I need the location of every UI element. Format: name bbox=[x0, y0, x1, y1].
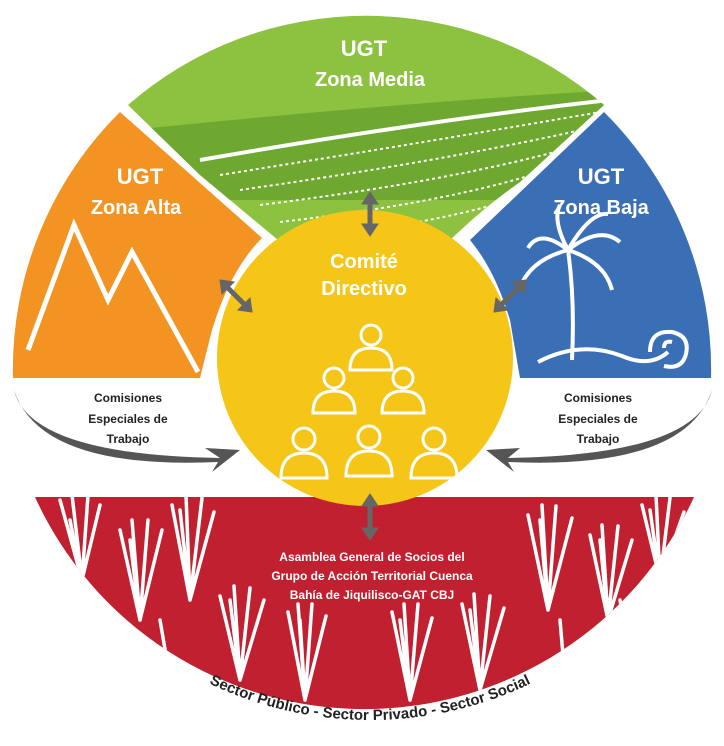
comisiones-right-line3: Trabajo bbox=[577, 432, 620, 446]
mountains-icon bbox=[25, 218, 201, 374]
zona-media-segment: UGT Zona Media bbox=[128, 15, 604, 250]
comisiones-right: Comisiones Especiales de Trabajo bbox=[486, 390, 712, 472]
arrow-top bbox=[361, 191, 379, 237]
wave-icon bbox=[537, 329, 689, 369]
asamblea-line2: Grupo de Acción Territorial Cuenca bbox=[271, 569, 473, 583]
comisiones-right-line2: Especiales de bbox=[558, 412, 638, 426]
comisiones-left: Comisiones Especiales de Trabajo bbox=[14, 390, 240, 472]
palm-tree-icon bbox=[518, 204, 622, 361]
arrow-right bbox=[493, 279, 527, 313]
zona-alta-title: UGT bbox=[117, 164, 164, 189]
zona-media-title: UGT bbox=[341, 36, 388, 61]
arrow-bottom bbox=[361, 493, 379, 541]
comisiones-left-line2: Especiales de bbox=[88, 412, 168, 426]
comisiones-left-line3: Trabajo bbox=[107, 432, 150, 446]
zona-alta-segment: UGT Zona Alta bbox=[12, 112, 263, 378]
comite-subtitle: Directivo bbox=[321, 278, 407, 300]
zona-baja-title: UGT bbox=[578, 164, 625, 189]
zona-alta-subtitle: Zona Alta bbox=[91, 197, 182, 219]
zona-baja-segment: UGT Zona Baja bbox=[470, 112, 712, 378]
comite-title: Comité bbox=[330, 251, 398, 273]
comisiones-left-arrow bbox=[14, 390, 240, 472]
zona-media-subtitle: Zona Media bbox=[315, 69, 426, 91]
zona-baja-subtitle: Zona Baja bbox=[553, 197, 649, 219]
asamblea-line1: Asamblea General de Socios del bbox=[279, 550, 464, 564]
arrow-left bbox=[219, 279, 253, 313]
asamblea-line3: Bahía de Jiquilisco-GAT CBJ bbox=[290, 588, 454, 602]
comisiones-left-line1: Comisiones bbox=[94, 391, 162, 405]
comisiones-right-line1: Comisiones bbox=[564, 391, 632, 405]
comite-directivo-circle: Comité Directivo bbox=[217, 210, 513, 506]
asamblea-segment: Asamblea General de Socios del Grupo de … bbox=[35, 497, 694, 710]
people-pyramid-icon bbox=[279, 323, 459, 480]
comisiones-right-arrow bbox=[486, 390, 712, 472]
connector-arrows bbox=[219, 191, 527, 541]
